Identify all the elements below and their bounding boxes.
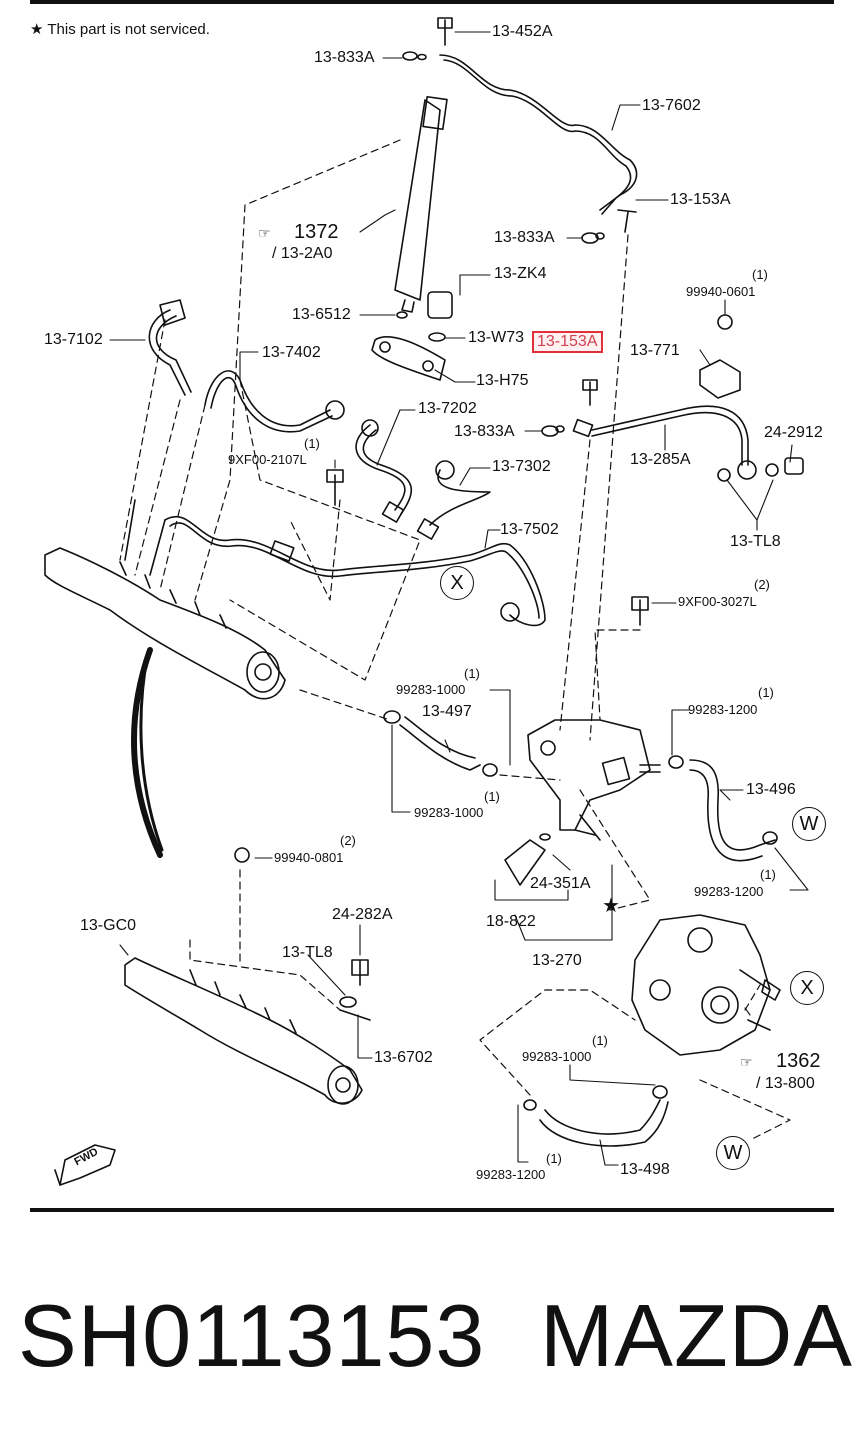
label-13-zk4[interactable]: 13-ZK4 — [494, 265, 547, 282]
label-13-7202[interactable]: 13-7202 — [418, 400, 477, 417]
label-24-2912[interactable]: 24-2912 — [764, 424, 823, 441]
upper-common-rail — [44, 547, 286, 700]
label-13-7402[interactable]: 13-7402 — [262, 344, 321, 361]
label-99283-1200-b[interactable]: 99283-1200 — [694, 884, 764, 899]
not-serviced-note: ★ This part is not serviced. — [30, 22, 210, 37]
label-13-7102[interactable]: 13-7102 — [44, 331, 103, 348]
not-serviced-star-icon: ★ — [602, 895, 620, 917]
callout-w-lower[interactable]: W — [716, 1136, 750, 1170]
label-24-351a[interactable]: 24-351A — [530, 875, 591, 892]
label-13-gc0[interactable]: 13-GC0 — [80, 917, 137, 934]
footer-part-number: SH0113153 — [18, 1286, 486, 1385]
label-13-800[interactable]: / 13-800 — [756, 1075, 815, 1092]
note-text: This part is not serviced. — [47, 21, 210, 38]
label-13-270[interactable]: 13-270 — [532, 952, 582, 969]
see-icon-2: ☞ — [740, 1054, 753, 1070]
label-13-7602[interactable]: 13-7602 — [642, 97, 701, 114]
qty-99940-0801: (2) — [340, 833, 356, 848]
callout-w-upper[interactable]: W — [792, 807, 826, 841]
injector-body — [394, 99, 441, 301]
label-99940-0601[interactable]: 99940-0601 — [686, 284, 756, 299]
label-99283-1000-c[interactable]: 99283-1000 — [522, 1049, 592, 1064]
label-13-6512[interactable]: 13-6512 — [292, 306, 351, 323]
label-13-771[interactable]: 13-771 — [630, 342, 680, 359]
label-13-2a0[interactable]: / 13-2A0 — [272, 245, 333, 262]
qty-99283-1200-a: (1) — [758, 685, 774, 700]
label-99940-0801[interactable]: 99940-0801 — [274, 850, 344, 865]
label-13-452a[interactable]: 13-452A — [492, 23, 553, 40]
star-icon: ★ — [30, 21, 44, 38]
fuel-filter-body — [527, 719, 651, 831]
label-99283-1200-c[interactable]: 99283-1200 — [476, 1167, 546, 1182]
label-13-153a-highlighted[interactable]: 13-153A — [532, 331, 603, 353]
label-13-h75[interactable]: 13-H75 — [476, 372, 529, 389]
qty-99283-1000-c: (1) — [592, 1033, 608, 1048]
label-99283-1000-a[interactable]: 99283-1000 — [396, 682, 466, 697]
callout-x-upper[interactable]: X — [440, 566, 474, 600]
qty-9xf00-2107l: (1) — [304, 436, 320, 451]
see-icon: ☞ — [258, 225, 271, 241]
label-1372[interactable]: 1372 — [294, 221, 339, 243]
qty-99283-1000-b: (1) — [484, 789, 500, 804]
dashed-guides — [119, 139, 791, 1141]
label-1362[interactable]: 1362 — [776, 1050, 821, 1072]
label-13-7302[interactable]: 13-7302 — [492, 458, 551, 475]
label-13-497[interactable]: 13-497 — [422, 703, 472, 720]
qty-99283-1000-a: (1) — [464, 666, 480, 681]
callout-x-lower[interactable]: X — [790, 971, 824, 1005]
label-13-7502[interactable]: 13-7502 — [500, 521, 559, 538]
label-13-tl8-lower[interactable]: 13-TL8 — [282, 944, 333, 961]
label-24-282a[interactable]: 24-282A — [332, 906, 393, 923]
label-13-496[interactable]: 13-496 — [746, 781, 796, 798]
footer-brand: MAZDA — [540, 1286, 853, 1385]
lower-common-rail — [124, 957, 363, 1104]
label-13-w73[interactable]: 13-W73 — [468, 329, 525, 346]
leader-lines — [109, 31, 809, 1166]
label-9xf00-3027l[interactable]: 9XF00-3027L — [678, 594, 757, 609]
label-9xf00-2107l[interactable]: 9XF00-2107L — [228, 452, 307, 467]
label-13-285a[interactable]: 13-285A — [630, 451, 691, 468]
qty-99283-1200-b: (1) — [760, 867, 776, 882]
label-18-822[interactable]: 18-822 — [486, 913, 536, 930]
qty-99283-1200-c: (1) — [546, 1151, 562, 1166]
bottom-rule — [30, 1208, 834, 1212]
label-99283-1200-a[interactable]: 99283-1200 — [688, 702, 758, 717]
label-99283-1000-b[interactable]: 99283-1000 — [414, 805, 484, 820]
label-13-833a-top[interactable]: 13-833A — [314, 49, 375, 66]
label-13-833a-mid[interactable]: 13-833A — [494, 229, 555, 246]
qty-99940-0601: (1) — [752, 267, 768, 282]
label-13-tl8-upper[interactable]: 13-TL8 — [730, 533, 781, 550]
label-13-6702[interactable]: 13-6702 — [374, 1049, 433, 1066]
label-13-498[interactable]: 13-498 — [620, 1161, 670, 1178]
top-rule — [30, 0, 834, 4]
qty-9xf00-3027l: (2) — [754, 577, 770, 592]
label-13-833a-lower[interactable]: 13-833A — [454, 423, 515, 440]
high-pressure-pump — [631, 914, 771, 1056]
label-13-153a-upper[interactable]: 13-153A — [670, 191, 731, 208]
